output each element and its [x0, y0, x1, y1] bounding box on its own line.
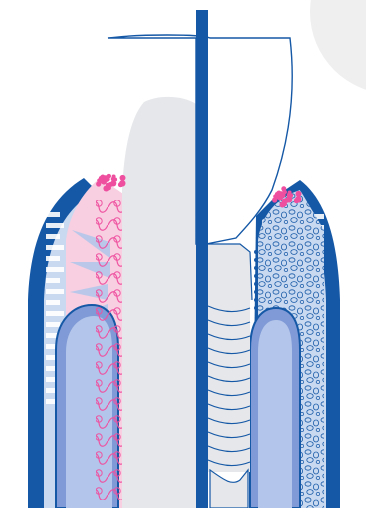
tooth-root: [122, 97, 196, 508]
epithelial-ridge: [46, 311, 64, 316]
gingival-dot: [108, 182, 113, 187]
gingival-dot: [105, 179, 108, 182]
gingival-dot: [120, 175, 126, 181]
epithelial-ridge: [46, 234, 60, 239]
gingival-dot: [287, 194, 291, 198]
collar-dot: [254, 250, 258, 254]
collar-dot: [254, 290, 258, 294]
gingival-dot: [99, 180, 103, 184]
epithelial-ridge: [46, 245, 64, 250]
epithelial-ridge: [46, 267, 64, 272]
gingival-dot: [275, 196, 279, 200]
collar-dot: [254, 266, 258, 270]
epithelial-ridge: [46, 212, 60, 217]
gingival-dot: [281, 186, 286, 191]
epithelial-ridge: [46, 256, 60, 261]
implant-abutment: [208, 244, 252, 300]
collar-dot: [254, 274, 258, 278]
collar-dot: [254, 282, 258, 286]
gingival-dot: [279, 202, 285, 208]
background-circle: [310, 0, 366, 94]
right-cortical-bone-inner: [258, 320, 292, 508]
collar-dot: [254, 258, 258, 262]
gingival-dot: [295, 199, 299, 203]
implant-apex: [210, 470, 248, 508]
collar-dot: [254, 306, 258, 310]
implant-threads: [208, 300, 250, 472]
epithelial-ridge: [46, 223, 64, 228]
collar-dot: [254, 298, 258, 302]
epithelial-ridge: [46, 322, 60, 327]
gingival-dot: [111, 177, 116, 182]
epithelial-ridge: [46, 278, 60, 283]
center-divider: [196, 10, 208, 508]
gingival-dot: [119, 183, 123, 187]
gingival-dot: [296, 191, 302, 197]
gingival-dot: [284, 198, 289, 203]
epithelial-ridge: [46, 300, 60, 305]
epithelial-ridge: [46, 289, 64, 294]
gingival-dot: [281, 195, 284, 198]
gingival-dot: [103, 186, 109, 192]
